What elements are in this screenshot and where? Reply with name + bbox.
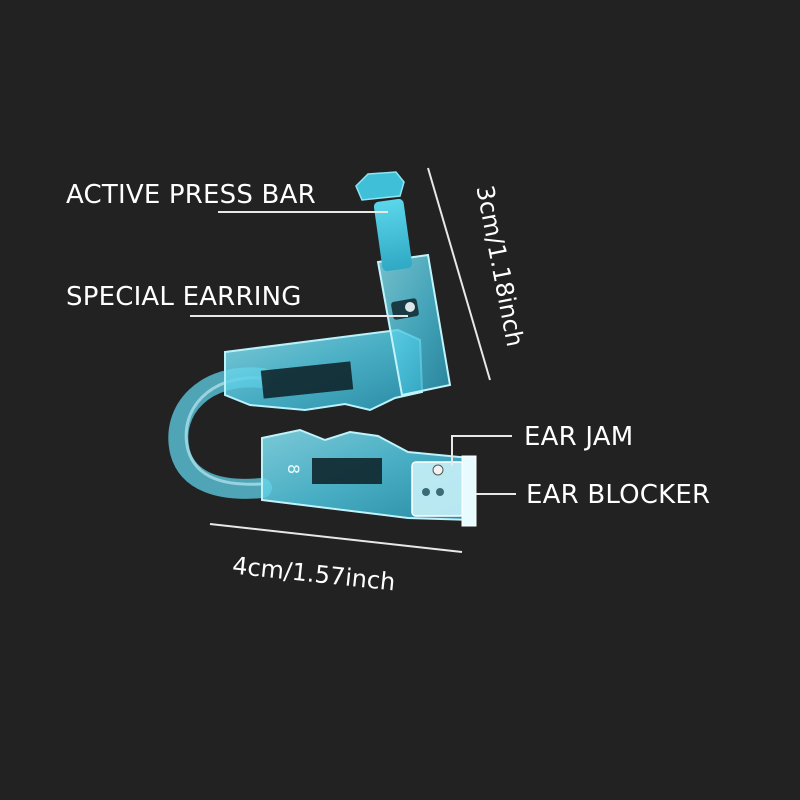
dimension-line-width — [209, 523, 463, 553]
label-active-press-bar: ACTIVE PRESS BAR — [66, 180, 316, 210]
device-loop-arm — [168, 367, 272, 499]
device-dark-window-bottom — [312, 458, 382, 484]
device-dark-window-top — [260, 361, 354, 399]
label-ear-blocker: EAR BLOCKER — [526, 480, 711, 510]
dimension-line-height — [427, 167, 491, 381]
device-press-bar-head — [355, 171, 405, 201]
svg-text:8: 8 — [284, 464, 303, 474]
label-ear-jam: EAR JAM — [524, 422, 634, 452]
device-barrel — [376, 253, 452, 397]
device-press-bar-stem — [373, 198, 413, 272]
label-special-earring: SPECIAL EARRING — [66, 282, 302, 312]
leader-ear-jam — [451, 435, 512, 466]
